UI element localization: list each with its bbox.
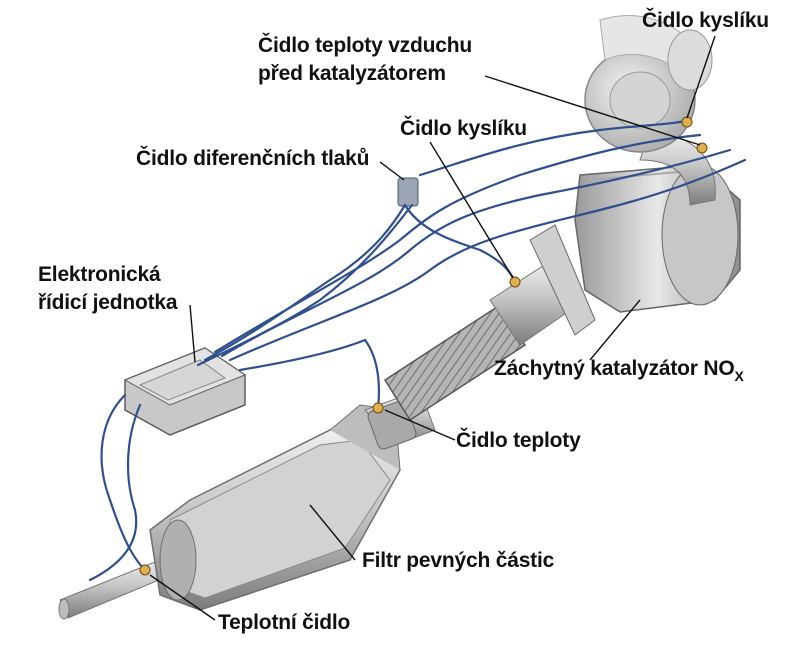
wiring-harness xyxy=(88,118,747,582)
sensor-oxygen-top-dot xyxy=(681,116,693,128)
ecu-unit xyxy=(123,347,247,436)
label-temp-sensor-bottom: Teplotní čidlo xyxy=(218,611,351,634)
label-ecu-line1: Elektronická xyxy=(38,263,161,286)
flex-pipe xyxy=(383,303,527,422)
label-oxygen-sensor-mid: Čidlo kyslíku xyxy=(400,117,527,140)
tail-pipe-end xyxy=(58,598,70,620)
label-diff-pressure-sensor: Čidlo diferenčních tlaků xyxy=(136,147,370,170)
leader-nox xyxy=(589,299,641,361)
label-nox-catalyst: Záchytný katalyzátor NOX xyxy=(494,356,744,384)
mount-bracket xyxy=(529,224,596,336)
leader-temp-bottom xyxy=(149,574,216,621)
label-nox-subscript: X xyxy=(734,368,744,384)
sensor-oxygen-mid-dot xyxy=(509,276,521,288)
sensor-temp-dot xyxy=(372,402,384,414)
label-oxygen-sensor-top: Čidlo kyslíku xyxy=(642,9,769,32)
leader-oxygen-mid xyxy=(429,141,514,279)
leader-lines xyxy=(149,35,716,621)
particulate-filter xyxy=(149,404,401,611)
label-temp-sensor: Čidlo teploty xyxy=(456,429,581,452)
label-ecu-line2: řídicí jednotka xyxy=(38,291,178,314)
leader-filter xyxy=(309,504,356,561)
label-nox-text: Záchytný katalyzátor NO xyxy=(494,357,735,380)
leader-oxygen-top xyxy=(686,35,716,119)
leader-air-temp xyxy=(484,75,701,146)
sensor-markers xyxy=(139,116,708,576)
leader-ecu xyxy=(189,304,196,363)
diff-pressure-sensor-body xyxy=(397,177,419,207)
label-air-temp-sensor-line2: před katalyzátorem xyxy=(258,62,446,85)
label-air-temp-sensor-line1: Čidlo teploty vzduchu xyxy=(258,34,472,57)
leader-diff-pressure xyxy=(379,161,405,181)
label-particle-filter: Filtr pevných částic xyxy=(362,549,555,572)
turbocharger xyxy=(584,15,713,153)
sensor-temp-bottom-dot xyxy=(139,564,151,576)
leader-temp xyxy=(384,409,456,441)
